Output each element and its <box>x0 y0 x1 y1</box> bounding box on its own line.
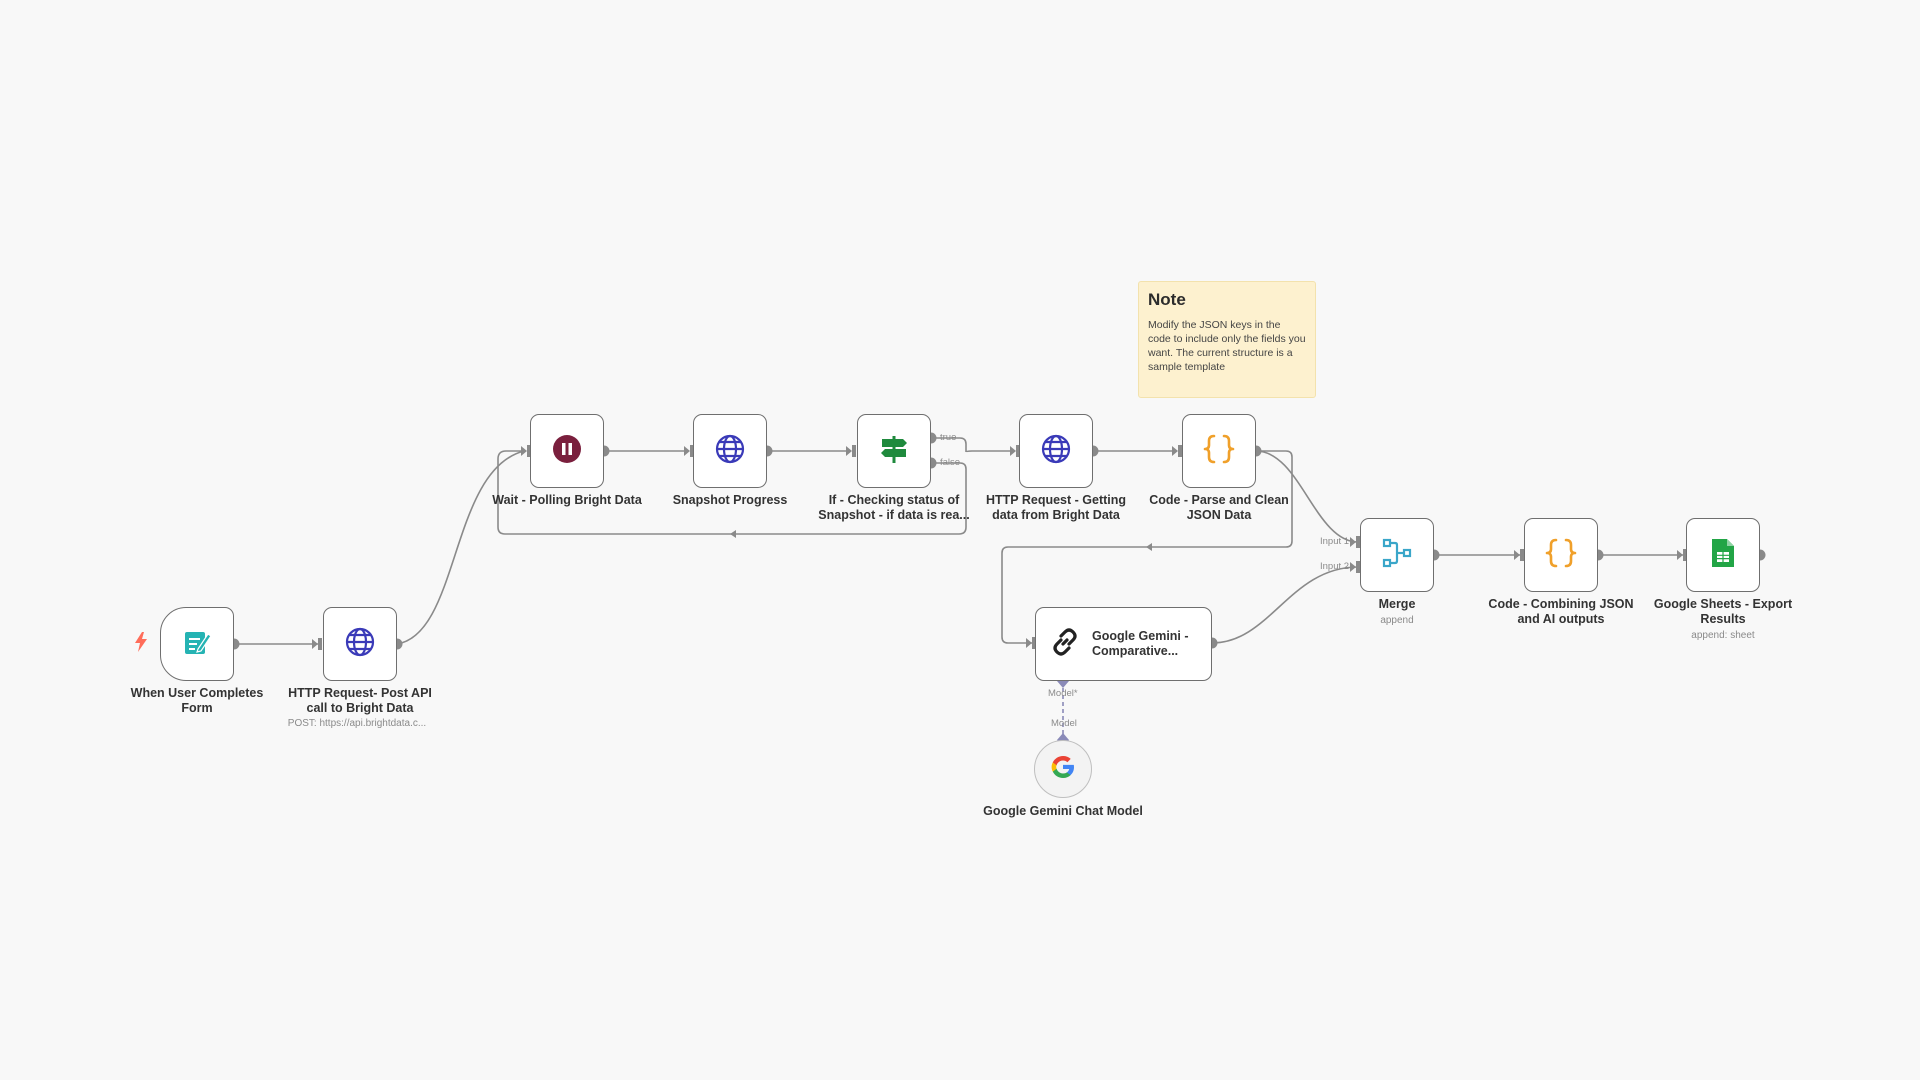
node-code-parse-clean[interactable] <box>1182 414 1256 488</box>
gemini-model-output-tag: Model <box>1051 718 1077 729</box>
code-braces-icon <box>1202 433 1236 470</box>
node-when-user-completes-form[interactable] <box>160 607 234 681</box>
port-http-post-in[interactable] <box>318 638 322 650</box>
globe-icon <box>714 433 746 470</box>
port-sheets-in[interactable] <box>1683 549 1687 561</box>
node-label-if: If - Checking status of Snapshot - if da… <box>818 493 970 522</box>
node-label-form-trigger: When User Completes Form <box>130 686 264 715</box>
port-http-get-in[interactable] <box>1016 445 1020 457</box>
port-code-combine-in[interactable] <box>1520 549 1524 561</box>
globe-icon <box>344 626 376 663</box>
merge-input1-tag: Input 1 <box>1320 536 1350 547</box>
port-if-in[interactable] <box>852 445 856 457</box>
merge-icon <box>1381 537 1413 574</box>
signpost-icon <box>878 433 910 470</box>
arrow-gemini-loop <box>1146 543 1152 551</box>
gemini-model-port-tag: Model* <box>1048 688 1078 699</box>
port-snapshot-in[interactable] <box>690 445 694 457</box>
node-label-code-parse: Code - Parse and Clean JSON Data <box>1149 493 1289 522</box>
node-snapshot-progress[interactable] <box>693 414 767 488</box>
port-merge-in2[interactable] <box>1356 561 1360 573</box>
node-http-request-post[interactable] <box>323 607 397 681</box>
note-title: Note <box>1148 290 1186 309</box>
node-google-gemini-comparative[interactable]: Google Gemini - Comparative... <box>1035 607 1212 681</box>
edge-code-to-merge-input1 <box>1255 450 1359 543</box>
port-gemini-in[interactable] <box>1032 637 1036 649</box>
node-http-request-get[interactable] <box>1019 414 1093 488</box>
node-label-sheets: Google Sheets - Export Results <box>1653 597 1793 626</box>
sticky-note[interactable]: Note Modify the JSON keys in the code to… <box>1138 281 1316 398</box>
node-google-gemini-chat-model[interactable] <box>1034 740 1092 798</box>
google-sheets-icon <box>1710 537 1736 574</box>
port-merge-in1[interactable] <box>1356 536 1360 548</box>
google-g-icon <box>1050 754 1076 785</box>
node-wait-polling[interactable] <box>530 414 604 488</box>
form-icon <box>182 627 212 662</box>
node-label-http-post: HTTP Request- Post API call to Bright Da… <box>288 686 432 715</box>
code-braces-icon <box>1544 537 1578 574</box>
node-label-snapshot: Snapshot Progress <box>672 493 788 507</box>
chain-link-icon <box>1050 627 1080 662</box>
if-true-tag: true <box>940 432 957 443</box>
pause-icon <box>552 434 582 469</box>
trigger-bolt-icon <box>134 632 148 657</box>
node-label-http-get: HTTP Request - Getting data from Bright … <box>985 493 1127 522</box>
node-merge[interactable] <box>1360 518 1434 592</box>
node-label-gemini-chain: Google Gemini - Comparative... <box>1092 629 1189 658</box>
edge-http-post-to-wait <box>396 450 525 645</box>
edge-gemini-to-merge-input2 <box>1211 566 1359 644</box>
node-sublabel-sheets: append: sheet <box>1691 630 1755 641</box>
node-if-checking-status[interactable] <box>857 414 931 488</box>
node-label-wait: Wait - Polling Bright Data <box>492 493 642 507</box>
node-sublabel-http-post: POST: https://api.brightdata.c... <box>287 718 427 729</box>
if-false-tag: false <box>940 457 961 468</box>
edge-if-true-to-http-get <box>931 437 1013 453</box>
merge-input2-tag: Input 2 <box>1320 561 1350 572</box>
arrow-loop-back <box>730 530 736 538</box>
node-code-combining[interactable] <box>1524 518 1598 592</box>
port-wait-in[interactable] <box>527 445 531 457</box>
node-google-sheets-export[interactable] <box>1686 518 1760 592</box>
node-label-gemini-model: Google Gemini Chat Model <box>983 804 1143 818</box>
globe-icon <box>1040 433 1072 470</box>
port-code-parse-in[interactable] <box>1178 445 1182 457</box>
node-label-code-combine: Code - Combining JSON and AI outputs <box>1488 597 1634 626</box>
node-sublabel-merge: append <box>1380 615 1414 626</box>
note-body: Modify the JSON keys in the code to incl… <box>1148 319 1306 373</box>
node-label-merge: Merge <box>1378 597 1416 611</box>
